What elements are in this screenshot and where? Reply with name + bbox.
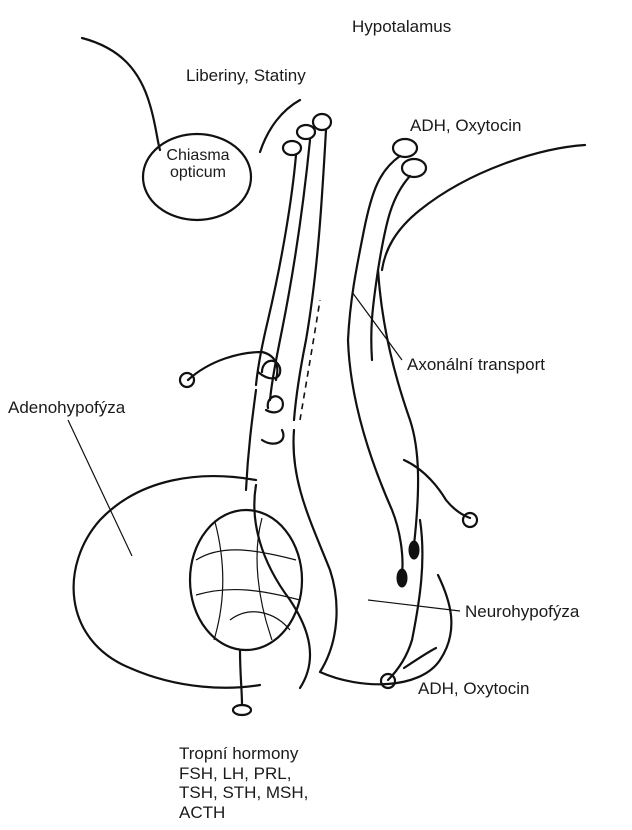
capillary-1 [196, 550, 296, 560]
outflow-vein [240, 650, 242, 705]
label-chiasma-line1: Chiasma [156, 148, 240, 165]
label-tropic-line3: TSH, STH, MSH, [179, 783, 308, 803]
axon-3 [294, 130, 326, 420]
label-axonal-transport: Axonální transport [407, 355, 545, 375]
label-chiasma-opticum: Chiasma opticum [156, 148, 240, 182]
hypothalamus-outline-far-right [382, 145, 585, 270]
hypothalamus-outline-right [260, 100, 300, 152]
label-tropic-line1: Tropní hormony [179, 744, 308, 764]
capillary-3 [214, 522, 223, 640]
axon-5 [371, 176, 410, 360]
axon-7 [348, 340, 403, 575]
label-hypothalamus: Hypotalamus [352, 17, 451, 37]
nucleus-4 [393, 139, 417, 157]
vein-end [233, 705, 251, 715]
label-neurohypophysis: Neurohypofýza [465, 602, 579, 622]
capillary-bed [190, 510, 302, 650]
leader-neurohypophysis [368, 600, 460, 611]
axon-1 [256, 155, 296, 385]
inferior-artery-upper [404, 460, 470, 518]
neurohypophysis-outline [293, 430, 451, 684]
label-adh-oxytocin-bottom: ADH, Oxytocin [418, 679, 529, 699]
axon-terminal-2 [397, 569, 407, 587]
portal-loop-2 [266, 396, 283, 412]
adenohypophysis-outline [74, 476, 260, 688]
nucleus-1 [297, 125, 315, 139]
leader-adenohypophysis [68, 420, 132, 556]
hypothalamus-outline [82, 38, 160, 150]
inferior-artery-upper-end [463, 513, 477, 527]
label-adh-oxytocin-top: ADH, Oxytocin [410, 116, 521, 136]
axon-4 [348, 156, 400, 340]
label-tropic-line4: ACTH [179, 803, 308, 823]
nucleus-2 [313, 114, 331, 130]
label-tropic-hormones: Tropní hormony FSH, LH, PRL, TSH, STH, M… [179, 744, 308, 822]
label-chiasma-line2: opticum [156, 165, 240, 182]
nucleus-5 [402, 159, 426, 177]
portal-loop-3 [262, 430, 283, 444]
axon-terminal-1 [409, 541, 419, 559]
label-tropic-line2: FSH, LH, PRL, [179, 764, 308, 784]
label-adenohypophysis: Adenohypofýza [8, 398, 125, 418]
leader-axonal-transport [352, 292, 402, 360]
axon-6 [378, 270, 418, 545]
nucleus-3 [283, 141, 301, 155]
portal-vessel [246, 390, 256, 490]
capillary-5 [230, 612, 290, 630]
label-liberins-statins: Liberiny, Statiny [186, 66, 306, 86]
